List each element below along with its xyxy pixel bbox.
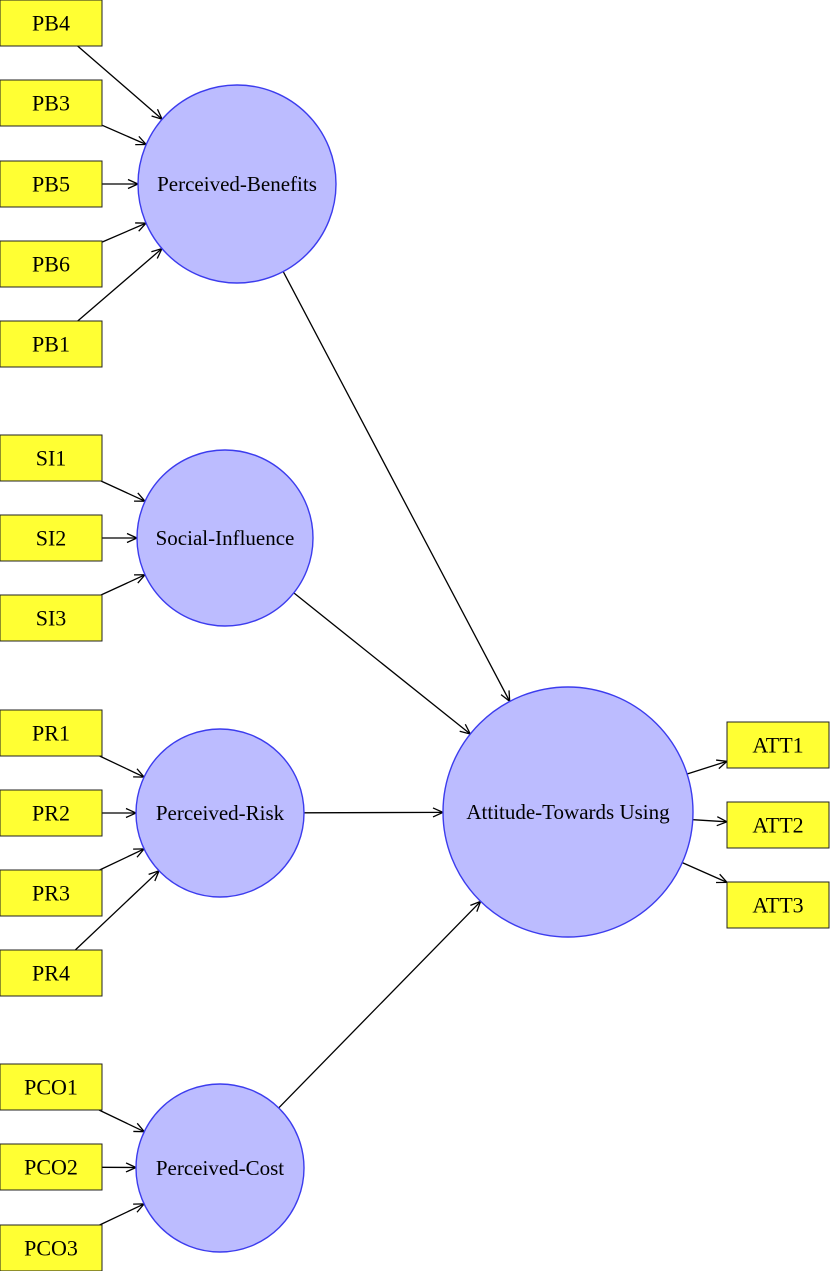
construct-circle	[135, 1083, 305, 1253]
indicator-box	[0, 1143, 103, 1191]
indicator-label: PCO3	[24, 1236, 78, 1261]
indicator-label: ATT1	[752, 733, 803, 758]
indicator-label: ATT2	[752, 813, 803, 838]
construct-circle	[136, 449, 314, 627]
construct-label: Attitude-Towards Using	[466, 800, 670, 824]
indicator-label: PR2	[32, 801, 70, 826]
indicator-label: PR1	[32, 721, 70, 746]
indicator-label: PB5	[32, 172, 70, 197]
indicator-att1: ATT1	[726, 721, 830, 769]
indicator-si3: SI3	[0, 594, 103, 642]
indicator-label: PR3	[32, 881, 70, 906]
arrow-pr3-to-pr	[99, 849, 145, 871]
indicator-pb4: PB4	[0, 0, 103, 47]
indicator-att2: ATT2	[726, 801, 830, 849]
indicator-box	[0, 79, 103, 127]
indicator-pr2: PR2	[0, 789, 103, 837]
indicator-box	[726, 721, 830, 769]
indicator-att3: ATT3	[726, 881, 830, 929]
arrow-pco3-to-pco	[99, 1204, 145, 1226]
indicator-box	[0, 709, 103, 757]
arrow-att-to-att1	[686, 761, 727, 775]
indicator-box	[0, 0, 103, 47]
indicator-box	[0, 949, 103, 997]
construct-label: Perceived-Risk	[156, 801, 285, 825]
indicator-box	[726, 881, 830, 929]
indicator-label: PCO2	[24, 1155, 78, 1180]
edges-layer	[74, 45, 727, 1226]
indicator-pb1: PB1	[0, 320, 103, 368]
arrow-si1-to-si	[100, 480, 145, 501]
indicator-label: PCO1	[24, 1075, 78, 1100]
arrow-pco-to-att	[278, 901, 481, 1109]
construct-circle	[137, 84, 337, 284]
arrow-pr4-to-pr	[74, 871, 159, 951]
indicator-label: PR4	[32, 961, 70, 986]
indicator-label: ATT3	[752, 893, 803, 918]
indicator-pco1: PCO1	[0, 1063, 103, 1111]
indicator-pb6: PB6	[0, 240, 103, 288]
indicator-label: SI3	[36, 606, 67, 631]
indicator-pr1: PR1	[0, 709, 103, 757]
construct-si: Social-Influence	[136, 449, 314, 627]
indicator-box	[0, 240, 103, 288]
indicator-box	[0, 789, 103, 837]
indicator-label: PB1	[32, 332, 70, 357]
indicator-pr4: PR4	[0, 949, 103, 997]
indicator-pco2: PCO2	[0, 1143, 103, 1191]
indicator-box	[726, 801, 830, 849]
indicator-label: PB4	[32, 11, 70, 36]
arrow-pb4-to-pb	[77, 45, 163, 119]
arrow-si3-to-si	[100, 575, 145, 596]
arrow-pb-to-att	[282, 271, 510, 702]
indicator-box	[0, 869, 103, 917]
indicator-box	[0, 1063, 103, 1111]
indicator-box	[0, 434, 103, 482]
construct-circle	[135, 728, 305, 898]
construct-att: Attitude-Towards Using	[442, 686, 694, 938]
indicator-pco3: PCO3	[0, 1224, 103, 1271]
arrow-pb6-to-pb	[101, 223, 146, 243]
construct-label: Perceived-Benefits	[157, 172, 317, 196]
indicator-box	[0, 1224, 103, 1271]
arrow-pco1-to-pco	[98, 1109, 144, 1132]
construct-circle	[442, 686, 694, 938]
indicator-si1: SI1	[0, 434, 103, 482]
indicator-label: PB6	[32, 252, 70, 277]
indicator-pr3: PR3	[0, 869, 103, 917]
indicator-label: PB3	[32, 91, 70, 116]
indicator-pb3: PB3	[0, 79, 103, 127]
construct-pco: Perceived-Cost	[135, 1083, 305, 1253]
indicator-label: SI2	[36, 526, 67, 551]
construct-label: Social-Influence	[156, 526, 295, 550]
construct-label: Perceived-Cost	[156, 1156, 284, 1180]
indicator-pb5: PB5	[0, 160, 103, 208]
indicator-si2: SI2	[0, 514, 103, 562]
arrow-pb1-to-pb	[77, 249, 162, 322]
indicator-box	[0, 320, 103, 368]
arrow-pr1-to-pr	[99, 755, 145, 777]
construct-pb: Perceived-Benefits	[137, 84, 337, 284]
arrow-att-to-att2	[692, 820, 727, 822]
arrow-att-to-att3	[682, 862, 727, 883]
indicator-box	[0, 160, 103, 208]
construct-pr: Perceived-Risk	[135, 728, 305, 898]
arrow-si-to-att	[293, 592, 471, 734]
indicator-label: SI1	[36, 446, 67, 471]
indicator-box	[0, 514, 103, 562]
arrow-pb3-to-pb	[101, 124, 146, 144]
indicator-box	[0, 594, 103, 642]
